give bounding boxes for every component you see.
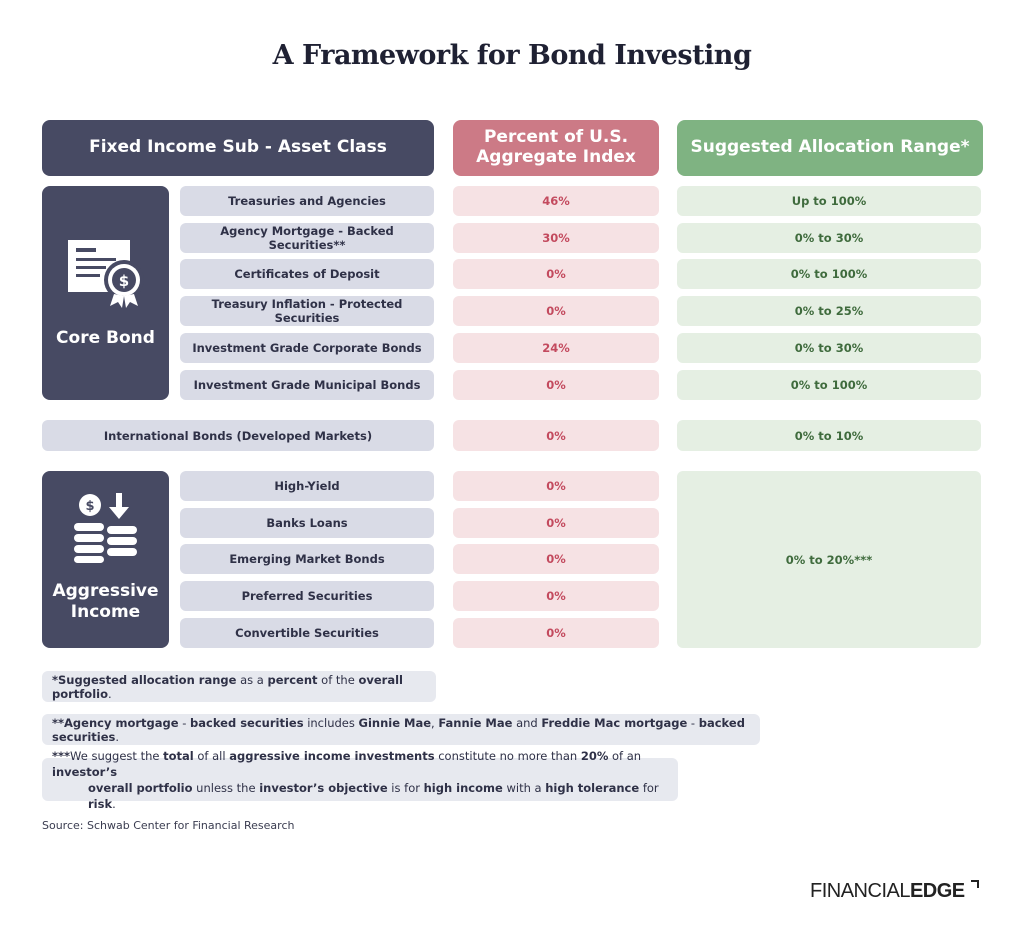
header-asset-class: Fixed Income Sub - Asset Class: [42, 120, 434, 176]
coins-dollar-down-icon: $: [74, 493, 137, 563]
row-name: Convertible Securities: [180, 618, 434, 648]
range-cell: 0% to 10%: [677, 420, 981, 451]
financial-edge-logo: FINANCIALEDGE: [810, 880, 979, 903]
footnote-agency-mortgage: **Agency mortgage - backed securities in…: [42, 714, 760, 745]
percent-cell: 0%: [453, 296, 659, 326]
aggressive-income-label: Aggressive Income: [52, 581, 159, 623]
svg-text:$: $: [85, 499, 94, 514]
logo-corner-mark: [970, 880, 979, 888]
percent-cell: 0%: [453, 581, 659, 611]
percent-cell: 0%: [453, 544, 659, 574]
logo-part-2: EDGE: [909, 880, 965, 902]
footnote-line-1: ***We suggest the total of all aggressiv…: [52, 748, 642, 779]
svg-text:$: $: [119, 272, 129, 290]
row-name: Treasuries and Agencies: [180, 186, 434, 216]
footnote-text: **Agency mortgage - backed securities in…: [52, 715, 745, 744]
row-name: High-Yield: [180, 471, 434, 501]
range-cell: 0% to 30%: [677, 333, 981, 363]
row-name: Certificates of Deposit: [180, 259, 434, 289]
percent-cell: 0%: [453, 420, 659, 451]
row-name: Treasury Inflation - Protected Securitie…: [180, 296, 434, 326]
percent-cell: 30%: [453, 223, 659, 253]
row-name: Preferred Securities: [180, 581, 434, 611]
row-name: Investment Grade Corporate Bonds: [180, 333, 434, 363]
core-bond-group: $ Core Bond: [42, 186, 169, 400]
header-percent-index: Percent of U.S. Aggregate Index: [453, 120, 659, 176]
aggressive-income-group: $ Aggressive Income: [42, 471, 169, 648]
range-cell: 0% to 25%: [677, 296, 981, 326]
certificate-dollar-icon: $: [68, 240, 144, 308]
percent-cell: 0%: [453, 471, 659, 501]
percent-cell: 0%: [453, 508, 659, 538]
range-cell: 0% to 100%: [677, 259, 981, 289]
source-text: Source: Schwab Center for Financial Rese…: [42, 819, 295, 832]
footnote-aggressive: ***We suggest the total of all aggressiv…: [42, 749, 678, 811]
aggressive-range-cell: 0% to 20%***: [677, 471, 981, 648]
range-cell: 0% to 30%: [677, 223, 981, 253]
percent-cell: 0%: [453, 618, 659, 648]
footnote-line-2: overall portfolio unless the investor’s …: [88, 780, 659, 811]
row-name: International Bonds (Developed Markets): [42, 420, 434, 451]
percent-cell: 0%: [453, 259, 659, 289]
core-bond-label: Core Bond: [56, 328, 155, 348]
range-cell: Up to 100%: [677, 186, 981, 216]
percent-cell: 0%: [453, 370, 659, 400]
row-name: Agency Mortgage - Backed Securities**: [180, 223, 434, 253]
row-name: Emerging Market Bonds: [180, 544, 434, 574]
footnote-allocation: *Suggested allocation range as a percent…: [42, 671, 436, 702]
row-name: Banks Loans: [180, 508, 434, 538]
percent-cell: 46%: [453, 186, 659, 216]
page-title: A Framework for Bond Investing: [272, 40, 752, 71]
row-name: Investment Grade Municipal Bonds: [180, 370, 434, 400]
logo-part-1: FINANCIAL: [810, 880, 910, 902]
range-cell: 0% to 100%: [677, 370, 981, 400]
header-allocation-range: Suggested Allocation Range*: [677, 120, 983, 176]
footnote-text: *Suggested allocation range as a percent…: [52, 672, 403, 701]
percent-cell: 24%: [453, 333, 659, 363]
